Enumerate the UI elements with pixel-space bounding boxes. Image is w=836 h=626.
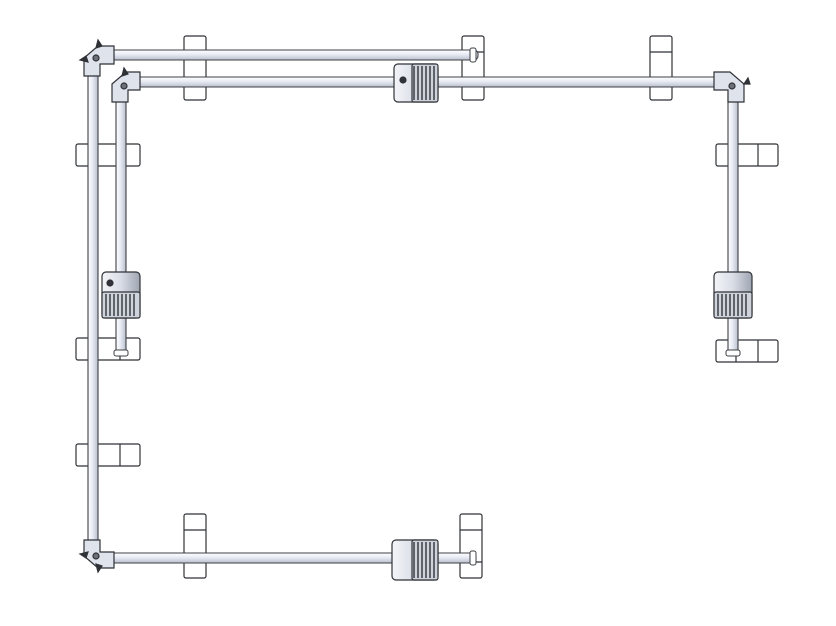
- bracket-bottom-2: [459, 513, 483, 579]
- rod-top-outer: [103, 49, 479, 61]
- bracket-top-1: [183, 35, 207, 101]
- bracket-group: [75, 35, 779, 579]
- bracket-top-3: [649, 35, 673, 101]
- bracket-left-3: [75, 443, 141, 467]
- pulley-right: [713, 271, 753, 319]
- bracket-right-1: [715, 143, 779, 167]
- bracket-bottom-1: [183, 513, 207, 579]
- rod-end-cap-right: [725, 349, 741, 357]
- joint-top-left-inner: [111, 66, 141, 103]
- joint-top-left-outer: [78, 38, 115, 77]
- bracket-top-2: [461, 35, 485, 101]
- corner-joint-group: [78, 38, 751, 574]
- rod-end-cap-left-inner: [113, 349, 129, 357]
- rod-end-cap-bottom: [469, 550, 477, 566]
- rod-end-cap-top-outer: [469, 47, 477, 63]
- rod-group: [87, 49, 739, 564]
- bracket-right-2: [715, 339, 779, 363]
- pulley-bottom: [391, 539, 439, 581]
- bracket-left-2: [75, 337, 141, 361]
- rod-end-caps: [113, 47, 741, 566]
- rod-left-outer: [87, 63, 99, 549]
- joint-bottom-left: [78, 539, 115, 574]
- bracket-left-1: [75, 143, 141, 167]
- pulley-top: [393, 63, 439, 103]
- pulley-left: [101, 271, 141, 319]
- joint-top-right: [713, 71, 751, 103]
